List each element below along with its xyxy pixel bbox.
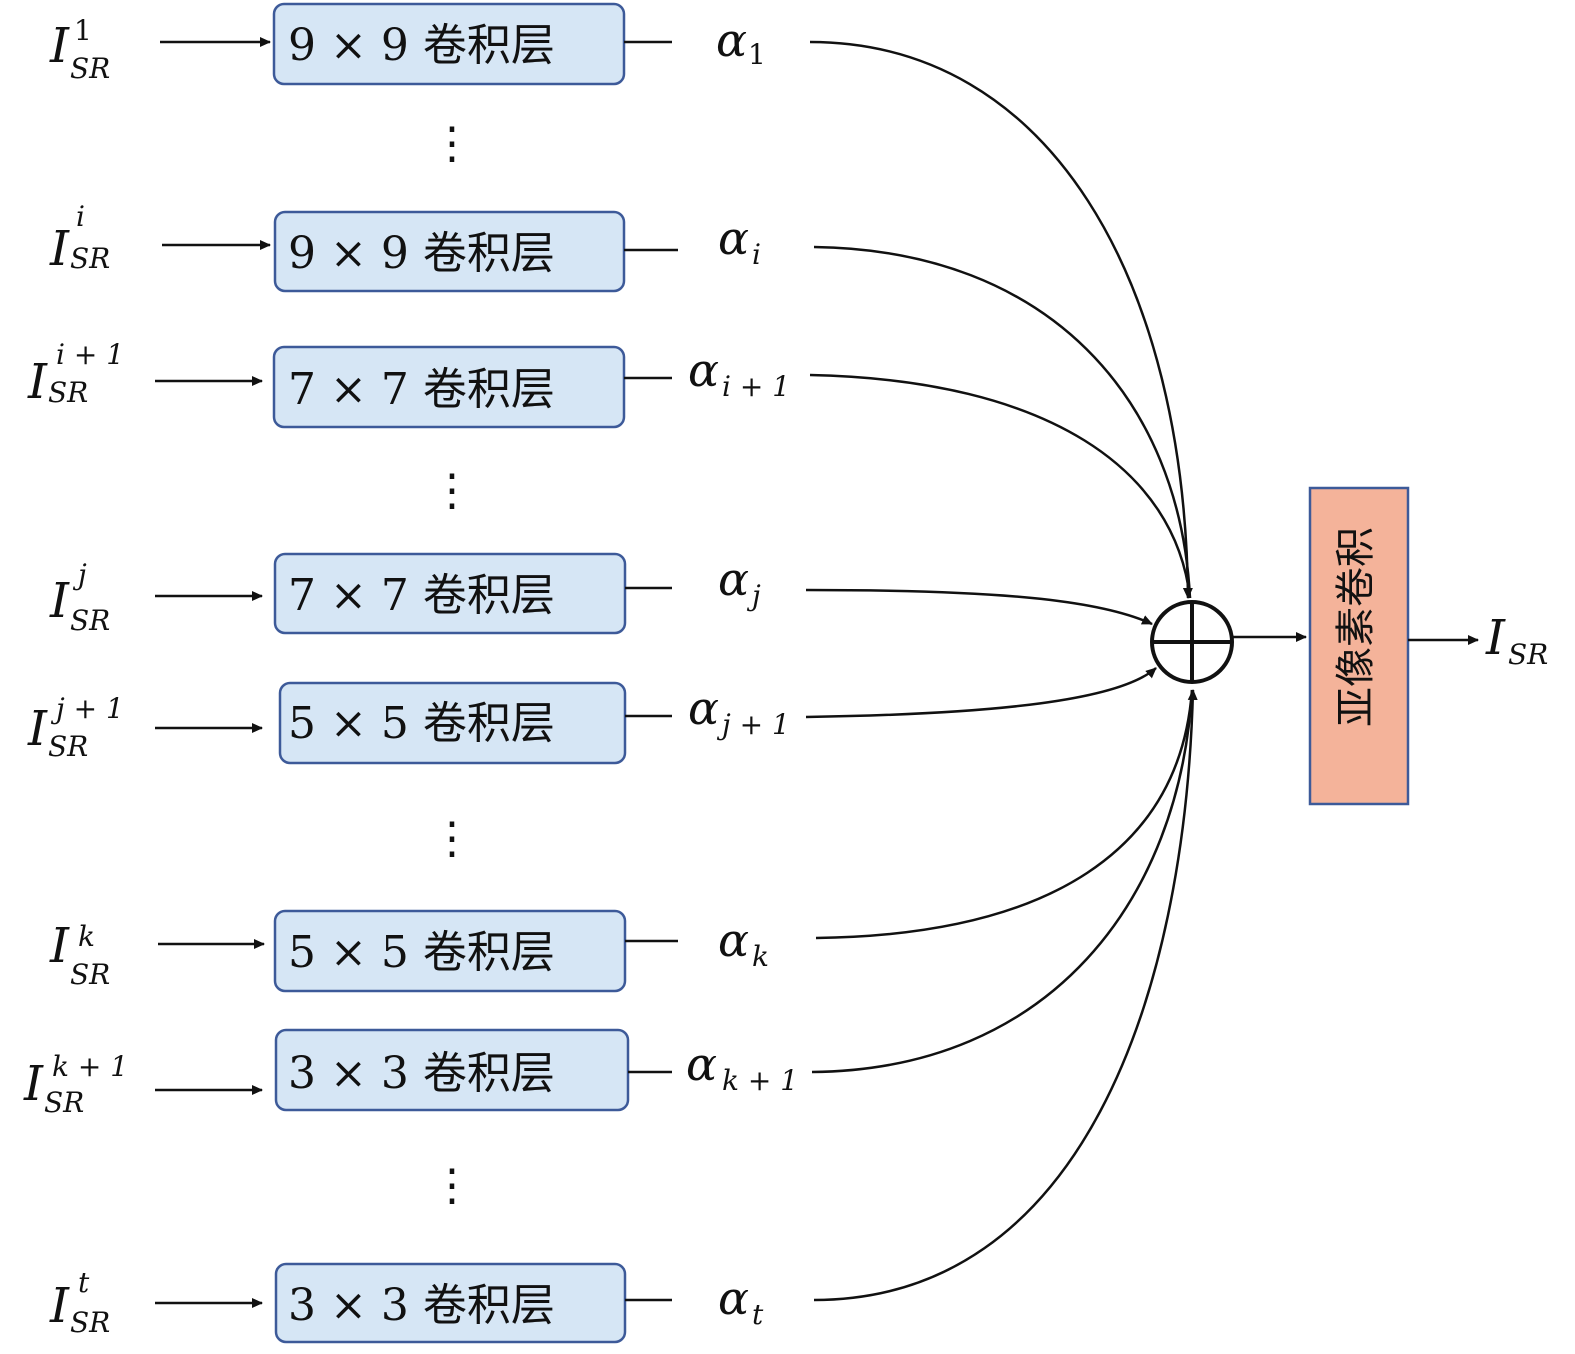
input-label: I: [49, 1278, 70, 1334]
conv-layer-box: [278, 681, 627, 765]
conv-layer-label: 9 × 9 卷积层: [288, 20, 555, 71]
output-label-sub: SR: [1508, 638, 1548, 671]
input-label-sup: j + 1: [50, 692, 124, 725]
input-label: I: [27, 354, 48, 410]
weight-label: α: [718, 1271, 749, 1325]
input-label-sub: SR: [70, 242, 110, 275]
conv-layer-label: 7 × 7 卷积层: [288, 364, 555, 415]
branch-row-i: I i SR 9 × 9 卷积层 α i: [49, 200, 1192, 599]
branch-row-i-plus-1: I i + 1 SR 7 × 7 卷积层 α i + 1: [27, 338, 1192, 599]
input-label-sub: SR: [48, 376, 88, 409]
conv-layer-label: 5 × 5 卷积层: [288, 927, 555, 978]
conv-layer-label: 3 × 3 卷积层: [288, 1280, 555, 1331]
output-label: I: [1485, 610, 1506, 666]
input-label-sub: SR: [70, 52, 110, 85]
weight-label-sub: 1: [748, 38, 766, 71]
conv-layer-box: [273, 210, 626, 293]
input-label-sup: t: [78, 1266, 90, 1299]
conv-layer-label: 9 × 9 卷积层: [288, 228, 555, 279]
weight-connector: [811, 689, 1194, 1074]
branch-row-t: I t SR 3 × 3 卷积层 α t: [49, 689, 1198, 1344]
input-label-sup: k + 1: [52, 1050, 128, 1083]
input-label: I: [49, 918, 70, 974]
summation-node: [1150, 600, 1234, 684]
weight-label: α: [718, 211, 749, 265]
weight-connector: [813, 245, 1192, 599]
weight-label-sub: k: [752, 940, 769, 973]
weight-connector: [809, 373, 1192, 599]
ellipsis-3: ⋮: [430, 813, 474, 864]
branch-row-j: I j SR 7 × 7 卷积层 α j: [49, 552, 1153, 637]
conv-layer-box: [273, 552, 627, 635]
weight-label: α: [718, 552, 749, 606]
weight-label: α: [686, 1037, 717, 1091]
input-label-sup: j: [72, 558, 87, 591]
input-label-sup: i + 1: [56, 338, 124, 371]
output-label-group: I SR: [1485, 610, 1548, 671]
ellipsis-1: ⋮: [430, 118, 474, 169]
weight-connector: [815, 689, 1194, 940]
weight-connector: [809, 40, 1193, 599]
subpixel-conv-block: 亚像素卷积: [1308, 486, 1410, 806]
conv-layer-label: 3 × 3 卷积层: [288, 1048, 555, 1099]
conv-layer-box: [274, 1262, 627, 1344]
branch-row-1: I 1 SR 9 × 9 卷积层 α 1: [49, 2, 1193, 599]
subpixel-conv-label: 亚像素卷积: [1333, 527, 1379, 727]
branch-row-k-plus-1: I k + 1 SR 3 × 3 卷积层 α k + 1: [23, 689, 1194, 1119]
weight-label-sub: j + 1: [716, 708, 790, 741]
conv-layer-label: 7 × 7 卷积层: [288, 570, 555, 621]
input-label-sub: SR: [70, 604, 110, 637]
conv-layer-label: 5 × 5 卷积层: [288, 698, 555, 749]
input-label: I: [49, 18, 70, 74]
branch-row-k: I k SR 5 × 5 卷积层 α k: [49, 689, 1194, 993]
weight-label-sub: i + 1: [722, 370, 790, 403]
weight-connector: [805, 667, 1157, 719]
conv-layer-box: [274, 1028, 630, 1112]
weight-connector: [805, 588, 1153, 626]
weight-label: α: [718, 913, 749, 967]
ellipsis-2: ⋮: [430, 465, 474, 516]
input-label: I: [49, 573, 70, 629]
branch-row-j-plus-1: I j + 1 SR 5 × 5 卷积层 α j + 1: [27, 667, 1157, 765]
weight-label-sub: i: [752, 238, 761, 271]
weight-label: α: [716, 13, 747, 67]
subpixel-conv-box: [1308, 486, 1410, 806]
input-label-sub: SR: [48, 730, 88, 763]
weight-label: α: [688, 343, 719, 397]
weight-label-sub: k + 1: [722, 1064, 798, 1097]
conv-layer-box: [272, 2, 626, 86]
weight-connector: [813, 689, 1198, 1302]
input-label-sub: SR: [70, 958, 110, 991]
input-label-sup: 1: [74, 14, 92, 47]
input-label: I: [27, 701, 48, 757]
input-label-sub: SR: [70, 1306, 110, 1339]
conv-layer-box: [272, 345, 626, 429]
input-label-sup: k: [78, 920, 95, 953]
input-label: I: [49, 221, 70, 277]
weight-label-sub: t: [752, 1298, 764, 1331]
ellipsis-4: ⋮: [430, 1160, 474, 1211]
weight-label: α: [688, 681, 719, 735]
input-label: I: [23, 1056, 44, 1112]
conv-layer-box: [273, 909, 627, 993]
input-label-sub: SR: [44, 1086, 84, 1119]
input-label-sup: i: [76, 200, 85, 233]
